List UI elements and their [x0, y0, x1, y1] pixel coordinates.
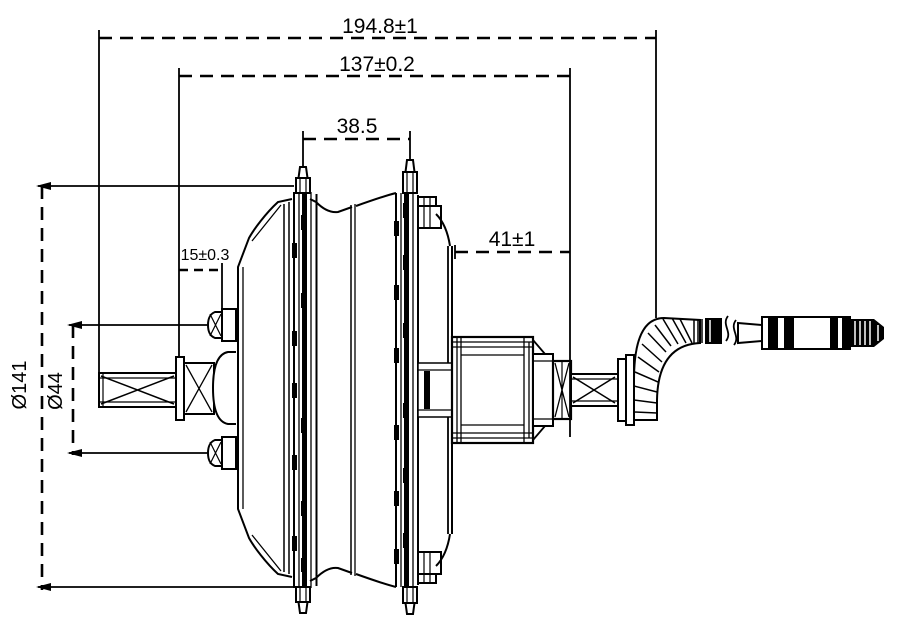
locknut-washer-left — [175, 356, 215, 421]
dim-label-flange-spacing: 38.5 — [337, 115, 378, 138]
connector-tip — [850, 319, 884, 347]
spoke-stud-top-left — [295, 166, 311, 194]
cable — [724, 315, 763, 346]
cover-bolt-bottom — [206, 436, 237, 470]
locknut-right — [551, 359, 573, 421]
dim-overall-axle-length: 194.8±1 — [98, 15, 657, 372]
cable-connector — [761, 316, 884, 350]
dim-label-locknut-offset: 15±0.3 — [181, 247, 230, 264]
bearing-boss-left — [211, 351, 236, 425]
freewheel — [450, 335, 554, 445]
cover-tabs-top-right — [417, 196, 442, 229]
dim-flange-diameter: Ø141 — [9, 182, 297, 591]
dim-locknut-offset: 15±0.3 — [179, 247, 230, 309]
axle-right — [570, 354, 635, 426]
dim-label-flange-diameter: Ø141 — [9, 361, 31, 410]
spoke-stud-bottom-left — [295, 586, 311, 614]
dim-bolt-circle: Ø44 — [45, 321, 208, 457]
axle-left — [98, 372, 177, 408]
spoke-holes-left — [292, 215, 307, 572]
dim-flange-spacing: 38.5 — [302, 115, 411, 167]
cable-elbow — [633, 316, 722, 421]
spoke-stud-top-right — [402, 159, 418, 194]
spoke-stud-bottom-right — [402, 586, 418, 615]
side-cover-left — [237, 198, 293, 578]
axle-boss-right — [417, 362, 453, 418]
dim-label-over-locknut-width: 137±0.2 — [339, 53, 415, 76]
hub-shell — [309, 192, 397, 588]
dim-drive-side-width: 41±1 — [454, 228, 570, 259]
dim-label-overall-axle-length: 194.8±1 — [342, 15, 418, 38]
cover-bolt-top — [206, 308, 237, 342]
dim-label-bolt-circle: Ø44 — [45, 372, 67, 410]
cover-tabs-bottom-right — [417, 551, 442, 584]
spoke-holes-right — [394, 203, 409, 564]
spoke-flange-left — [292, 166, 318, 614]
dim-label-drive-side-width: 41±1 — [489, 228, 536, 251]
